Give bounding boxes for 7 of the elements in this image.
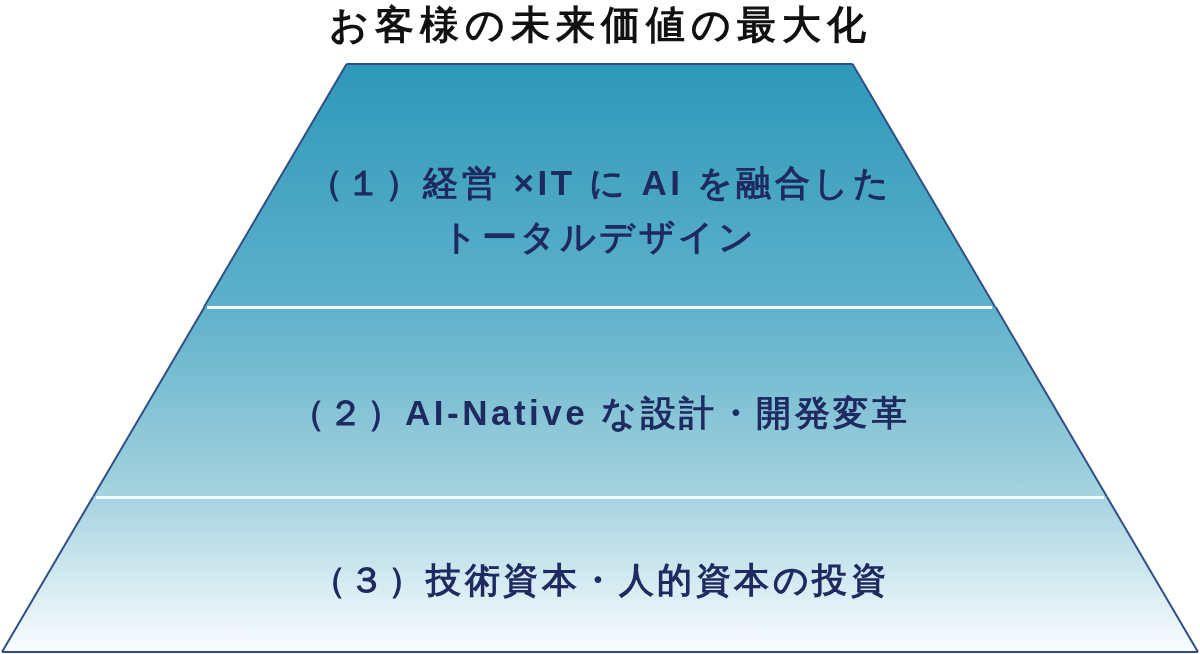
tier-label: （３）技術資本・人的資本の投資	[310, 559, 890, 601]
tier-label: （２）AI-Native な設計・開発変革	[289, 392, 911, 434]
pyramid-tier	[204, 64, 996, 307]
pyramid-tier	[2, 497, 1198, 652]
tier-label: （１）経営 ×IT に AI を融合したトータルデザイン	[306, 162, 894, 258]
title: お客様の未来価値の最大化	[327, 2, 873, 48]
pyramid-tier	[92, 307, 1108, 497]
